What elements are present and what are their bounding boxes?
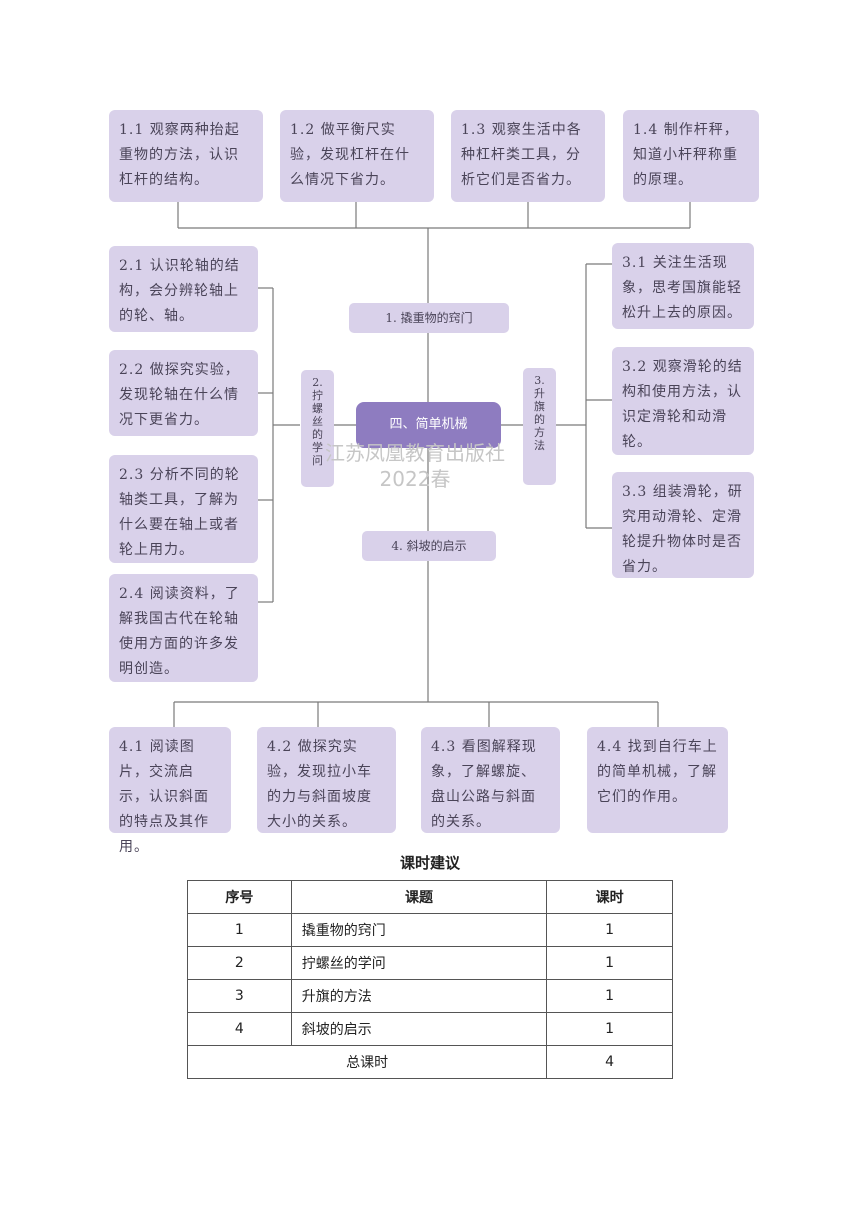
lesson-label-3: 3.升旗的方法 — [523, 368, 556, 485]
table-title: 课时建议 — [399, 854, 460, 872]
lesson-label-2-text: 2.拧螺丝的学问 — [312, 376, 323, 467]
header-index: 序号 — [187, 880, 292, 914]
watermark-line-2: 2022春 — [379, 467, 451, 491]
total-value: 4 — [546, 1045, 673, 1079]
row-index: 3 — [187, 979, 292, 1013]
row-topic: 斜坡的启示 — [290, 1012, 548, 1046]
row-topic: 拧螺丝的学问 — [290, 946, 548, 980]
goal-box-3-2: 3.2 观察滑轮的结构和使用方法，认识定滑轮和动滑轮。 — [612, 347, 754, 455]
watermark-line-1: 江苏凤凰教育出版社 — [325, 441, 505, 465]
lesson-label-2: 2.拧螺丝的学问 — [301, 370, 334, 487]
goal-box-4-1: 4.1 阅读图片，交流启示，认识斜面的特点及其作用。 — [109, 727, 231, 855]
goal-box-3-3: 3.3 组装滑轮，研究用动滑轮、定滑轮提升物体时是否省力。 — [612, 472, 754, 578]
goal-box-1-1: 1.1 观察两种抬起重物的方法，认识杠杆的结构。 — [109, 110, 263, 202]
row-index: 2 — [187, 946, 292, 980]
goal-box-4-2: 4.2 做探究实验，发现拉小车的力与斜面坡度大小的关系。 — [257, 727, 396, 833]
row-index: 4 — [187, 1012, 292, 1046]
unit-center-node: 四、简单机械 — [356, 402, 501, 448]
lesson-label-1: 1. 撬重物的窍门 — [349, 303, 509, 333]
table-row: 1 撬重物的窍门 1 — [187, 913, 673, 947]
table-header-row: 序号 课题 课时 — [187, 880, 673, 914]
row-topic: 撬重物的窍门 — [290, 913, 548, 947]
row-hours: 1 — [546, 946, 673, 980]
total-label: 总课时 — [186, 1045, 548, 1079]
header-hours: 课时 — [546, 880, 673, 914]
goal-box-2-4: 2.4 阅读资料，了解我国古代在轮轴使用方面的许多发明创造。 — [109, 574, 258, 682]
row-index: 1 — [187, 913, 292, 947]
table-row: 4 斜坡的启示 1 — [187, 1012, 673, 1046]
goal-box-3-1: 3.1 关注生活现象，思考国旗能轻松升上去的原因。 — [612, 243, 754, 329]
table-total-row: 总课时 4 — [186, 1045, 673, 1079]
goal-box-2-2: 2.2 做探究实验，发现轮轴在什么情况下更省力。 — [109, 350, 258, 436]
row-hours: 1 — [546, 979, 673, 1013]
goal-box-4-3: 4.3 看图解释现象，了解螺旋、盘山公路与斜面的关系。 — [421, 727, 560, 833]
goal-box-2-3: 2.3 分析不同的轮轴类工具，了解为什么要在轴上或者轮上用力。 — [109, 455, 258, 563]
row-hours: 1 — [546, 1012, 673, 1046]
lesson-label-3-text: 3.升旗的方法 — [534, 374, 545, 452]
table-row: 2 拧螺丝的学问 1 — [187, 946, 673, 980]
lesson-label-4: 4. 斜坡的启示 — [362, 531, 496, 561]
table-row: 3 升旗的方法 1 — [187, 979, 673, 1013]
goal-box-2-1: 2.1 认识轮轴的结构，会分辨轮轴上的轮、轴。 — [109, 246, 258, 332]
publisher-watermark: 江苏凤凰教育出版社 2022春 — [300, 440, 530, 492]
goal-box-4-4: 4.4 找到自行车上的简单机械，了解它们的作用。 — [587, 727, 728, 833]
goal-box-1-4: 1.4 制作杆秤，知道小杆秤称重的原理。 — [623, 110, 759, 202]
goal-box-1-2: 1.2 做平衡尺实验，发现杠杆在什么情况下省力。 — [280, 110, 434, 202]
row-hours: 1 — [546, 913, 673, 947]
header-topic: 课题 — [290, 880, 548, 914]
lesson-hours-table: 序号 课题 课时 1 撬重物的窍门 1 2 拧螺丝的学问 1 3 升旗的方法 1… — [186, 880, 673, 1079]
row-topic: 升旗的方法 — [290, 979, 548, 1013]
goal-box-1-3: 1.3 观察生活中各种杠杆类工具，分析它们是否省力。 — [451, 110, 605, 202]
